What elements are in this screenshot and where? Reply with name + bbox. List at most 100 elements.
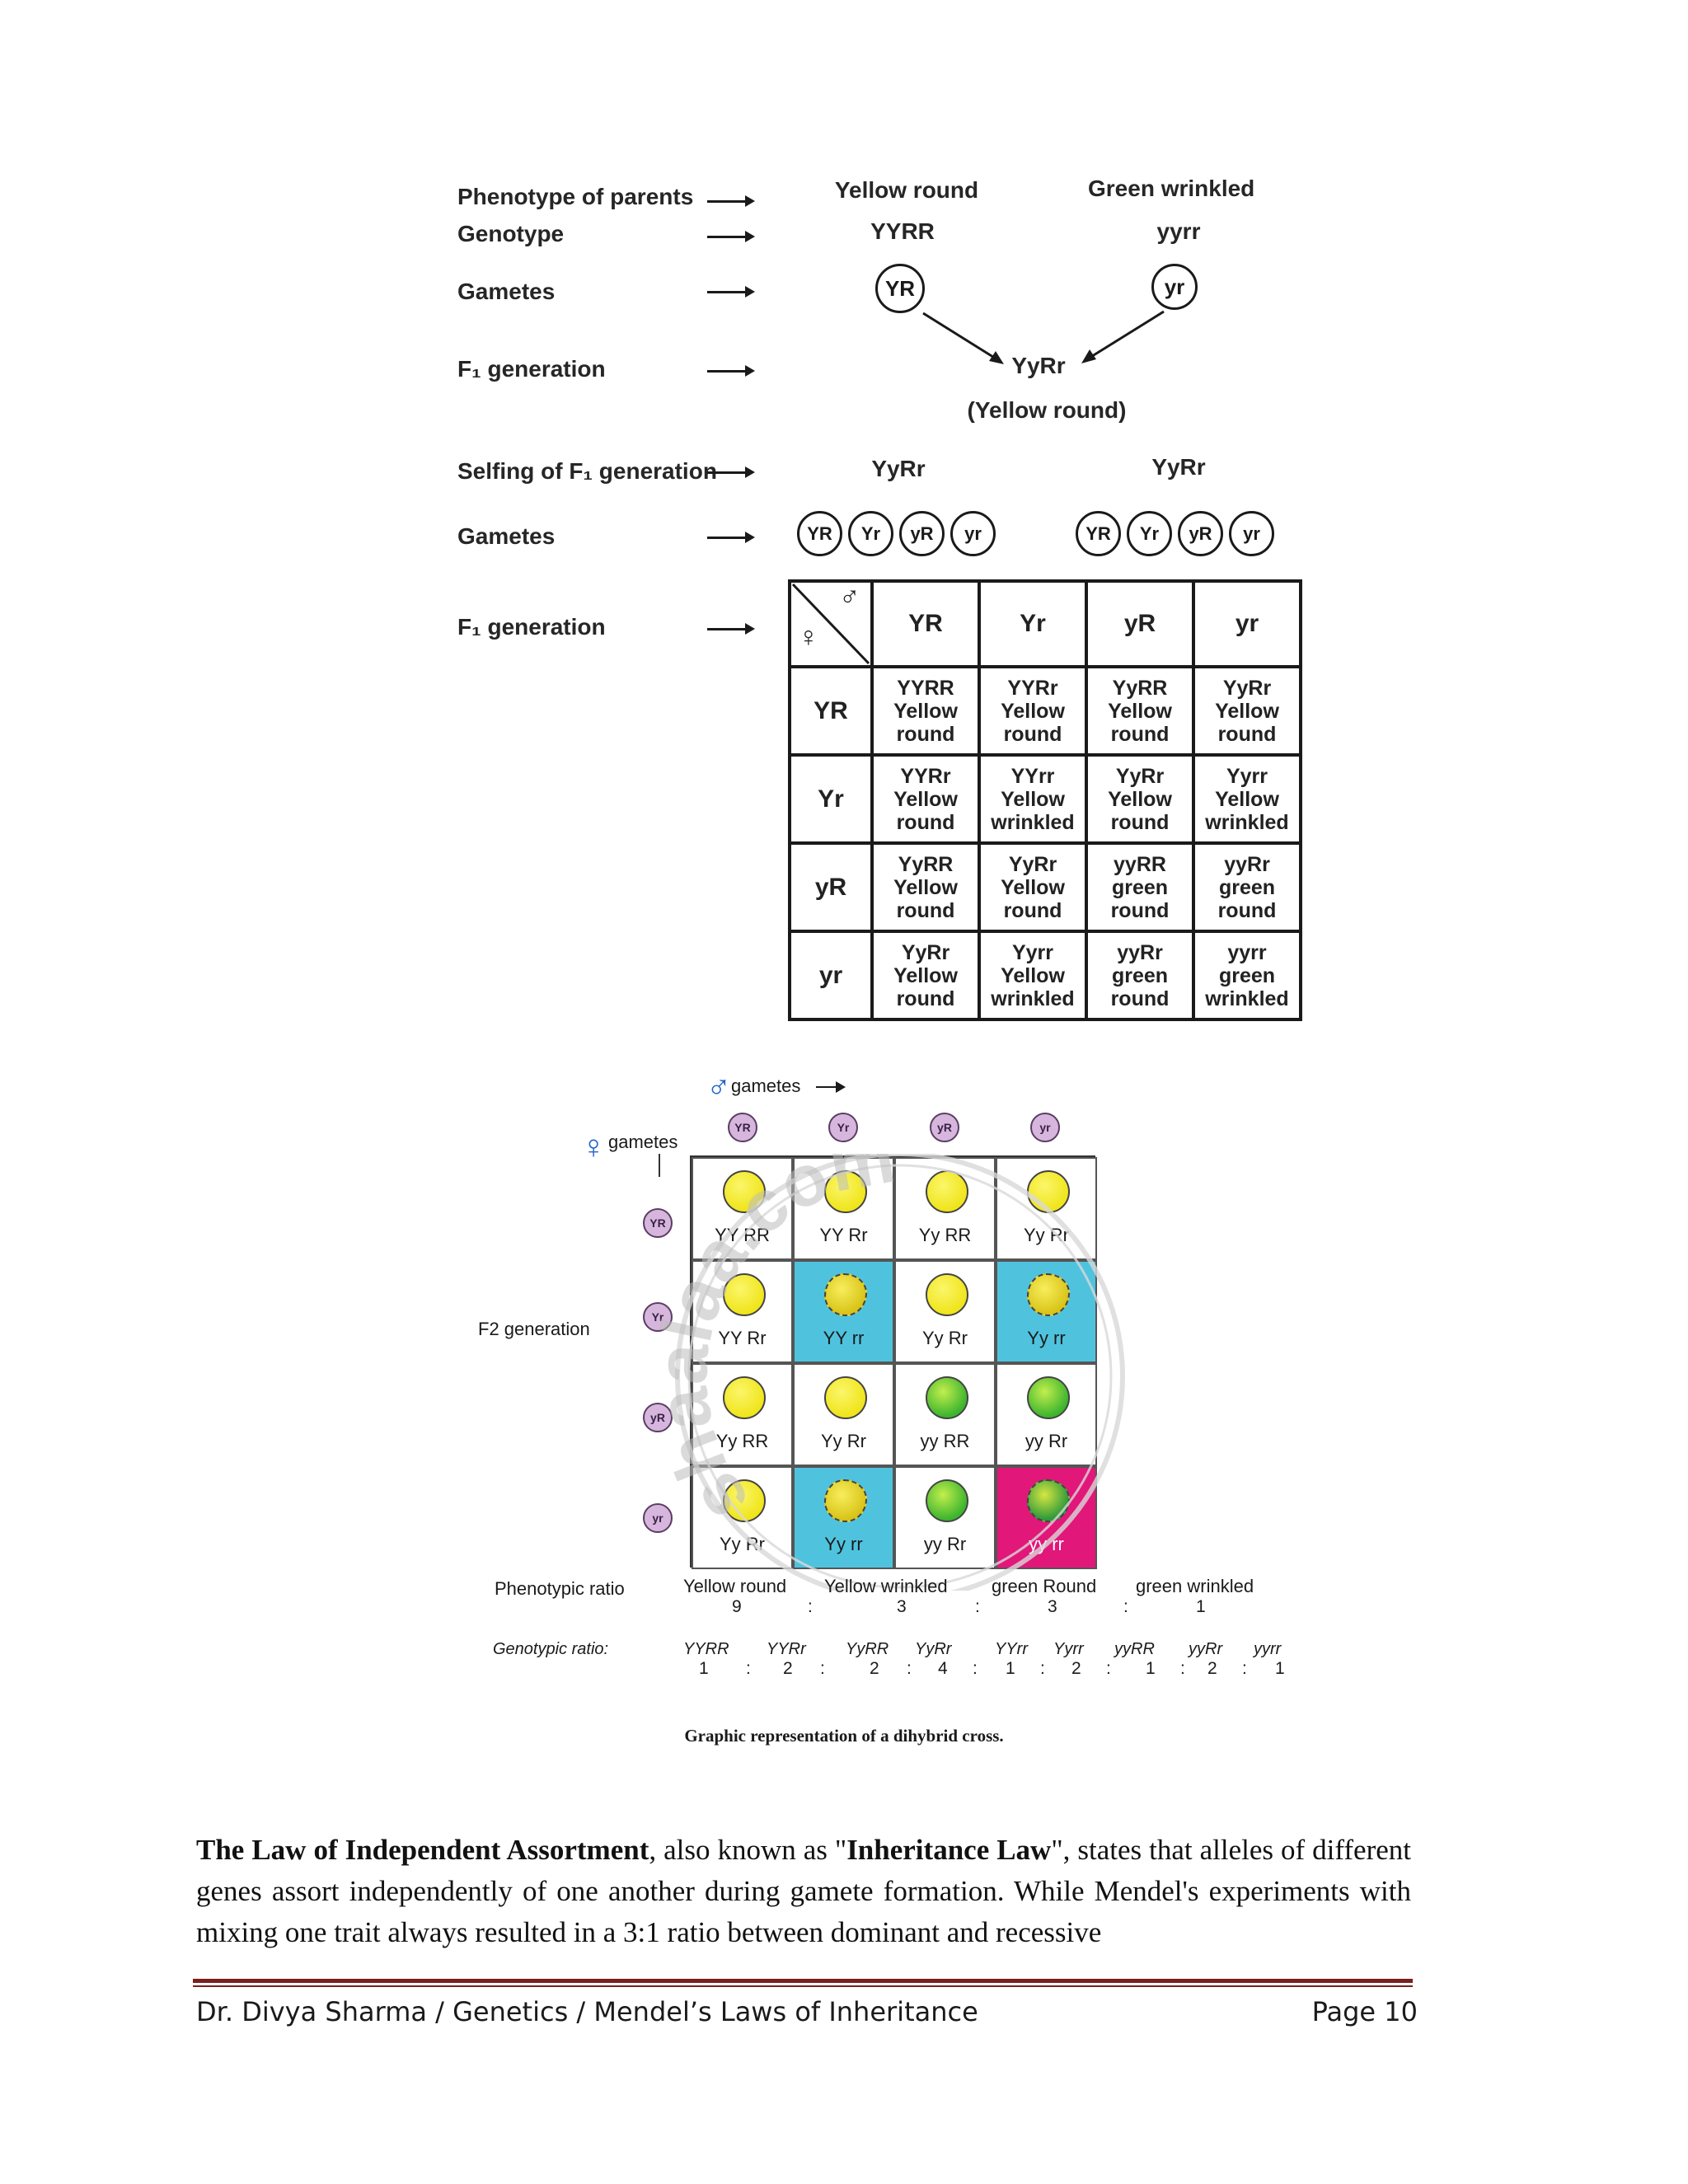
genotype-name: YyRr [915, 1640, 951, 1659]
genotype-name: YYRr [767, 1640, 806, 1659]
phenotype-name: Yellow round [683, 1576, 786, 1597]
female-symbol-icon: ♀ [581, 1131, 606, 1164]
parent1-genotype: YYRR [853, 218, 952, 245]
gamete-circle: YR [643, 1208, 673, 1238]
ratio-sep: : [820, 1659, 825, 1679]
f2-grid-cell: yy RR [894, 1363, 996, 1466]
genotype-name: YYRR [683, 1640, 729, 1659]
f2-genotype-label: Yy Rr [693, 1534, 791, 1555]
gamete-circle: yR [899, 511, 945, 556]
f2-genotype-label: Yy rr [795, 1534, 893, 1555]
gamete-circle: Yr [643, 1302, 673, 1332]
male-symbol-icon: ♂ [839, 584, 860, 607]
phenotype-name: green wrinkled [1136, 1576, 1254, 1597]
ratio-sep: : [1180, 1659, 1185, 1679]
f2-grid-cell: yy rr [996, 1466, 1097, 1569]
footer-rule [193, 1985, 1413, 1987]
arrow-icon [707, 370, 752, 373]
gamete-circle: yR [643, 1403, 673, 1432]
body-text: , also known as " [649, 1834, 846, 1866]
pea-seed-icon [1027, 1479, 1070, 1522]
punnett-cell: YyRrYellowround [1193, 667, 1301, 755]
punnett-cell: yyrrgreenwrinkled [1193, 931, 1301, 1019]
ratio-sep: : [746, 1659, 751, 1679]
pea-seed-icon [723, 1376, 766, 1419]
label-gametes-2: Gametes [457, 523, 555, 550]
pea-seed-icon [723, 1273, 766, 1316]
f2-grid-cell: YY RR [692, 1157, 793, 1260]
arrow-icon [707, 628, 752, 630]
pea-seed-icon [824, 1479, 867, 1522]
f2-genotype-label: yy Rr [896, 1534, 994, 1555]
ratio-value: 4 [938, 1659, 948, 1679]
column-header: YR [872, 581, 979, 667]
f2-grid-cell: YY Rr [793, 1157, 894, 1260]
ratio-value: 3 [897, 1597, 907, 1617]
row-header: Yr [790, 755, 872, 843]
f2-genotype-label: Yy Rr [997, 1225, 1095, 1246]
f2-genotype-label: Yy rr [997, 1328, 1095, 1349]
gamete-circle: Yr [848, 511, 893, 556]
gamete-circle: YR [728, 1113, 757, 1142]
f2-grid-cell: Yy RR [894, 1157, 996, 1260]
label-genotype: Genotype [457, 221, 564, 247]
ratio-value: 2 [1071, 1659, 1081, 1679]
law-term: The Law of Independent Assortment [196, 1834, 649, 1866]
gamete-circle: yr [1229, 511, 1274, 556]
f1-phenotype: (Yellow round) [956, 397, 1137, 424]
f2-generation-label: F2 generation [478, 1319, 590, 1340]
gamete-circle: yR [1178, 511, 1223, 556]
label-phenotype-parents: Phenotype of parents [457, 184, 693, 210]
ratio-value: 2 [1207, 1659, 1217, 1679]
pea-seed-icon [926, 1170, 968, 1213]
genotypic-ratio-label: Genotypic ratio: [493, 1640, 608, 1659]
f2-genotype-label: yy rr [997, 1534, 1095, 1555]
punnett-cell: YyRRYellowround [872, 843, 979, 931]
f2-grid-cell: Yy rr [996, 1260, 1097, 1363]
f1-genotype: YyRr [989, 353, 1088, 379]
f2-grid-cell: Yy Rr [894, 1260, 996, 1363]
genotype-name: YYrr [995, 1640, 1028, 1659]
f2-genotype-label: Yy Rr [795, 1431, 893, 1452]
ratio-sep: : [808, 1597, 813, 1617]
female-symbol-icon: ♀ [798, 626, 819, 649]
pea-seed-icon [926, 1376, 968, 1419]
column-header: yR [1086, 581, 1193, 667]
row-header: YR [790, 667, 872, 755]
ratio-value: 9 [732, 1597, 742, 1617]
parent2-phenotype: Green wrinkled [1088, 176, 1253, 202]
gamete-circle: yr [1151, 264, 1198, 310]
ratio-sep: : [1040, 1659, 1045, 1679]
f2-grid-cell: YY Rr [692, 1260, 793, 1363]
pea-seed-icon [1027, 1170, 1070, 1213]
f2-genotype-label: Yy Rr [896, 1328, 994, 1349]
punnett-cell: YyRrYellowround [979, 843, 1086, 931]
footer-author-title: Dr. Divya Sharma / Genetics / Mendel’s L… [196, 1996, 978, 2027]
row-header: yr [790, 931, 872, 1019]
f2-grid-cell: YY rr [793, 1260, 894, 1363]
label-f1-generation-2: F₁ generation [457, 614, 606, 640]
gamete-circle: YR [797, 511, 842, 556]
punnett-cell: yyRrgreenround [1086, 931, 1193, 1019]
label-f1-generation: F₁ generation [457, 356, 606, 382]
gamete-circle: yr [950, 511, 996, 556]
arrow-icon [707, 236, 752, 238]
f2-grid-cell: Yy Rr [692, 1466, 793, 1569]
ratio-sep: : [1106, 1659, 1111, 1679]
punnett-cell: yyRRgreenround [1086, 843, 1193, 931]
ratio-sep: : [907, 1659, 912, 1679]
label-selfing: Selfing of F₁ generation [457, 458, 717, 485]
law-alias: Inheritance Law [846, 1834, 1051, 1866]
f2-grid-cell: Yy Rr [996, 1157, 1097, 1260]
pea-seed-icon [1027, 1376, 1070, 1419]
gamete-circle: yr [643, 1503, 673, 1533]
arrow-icon [707, 200, 752, 203]
arrow-icon [707, 471, 752, 474]
f2-genotype-label: Yy RR [896, 1225, 994, 1246]
ratio-sep: : [1242, 1659, 1247, 1679]
genotype-name: yyrr [1254, 1640, 1281, 1659]
ratio-value: 2 [870, 1659, 879, 1679]
